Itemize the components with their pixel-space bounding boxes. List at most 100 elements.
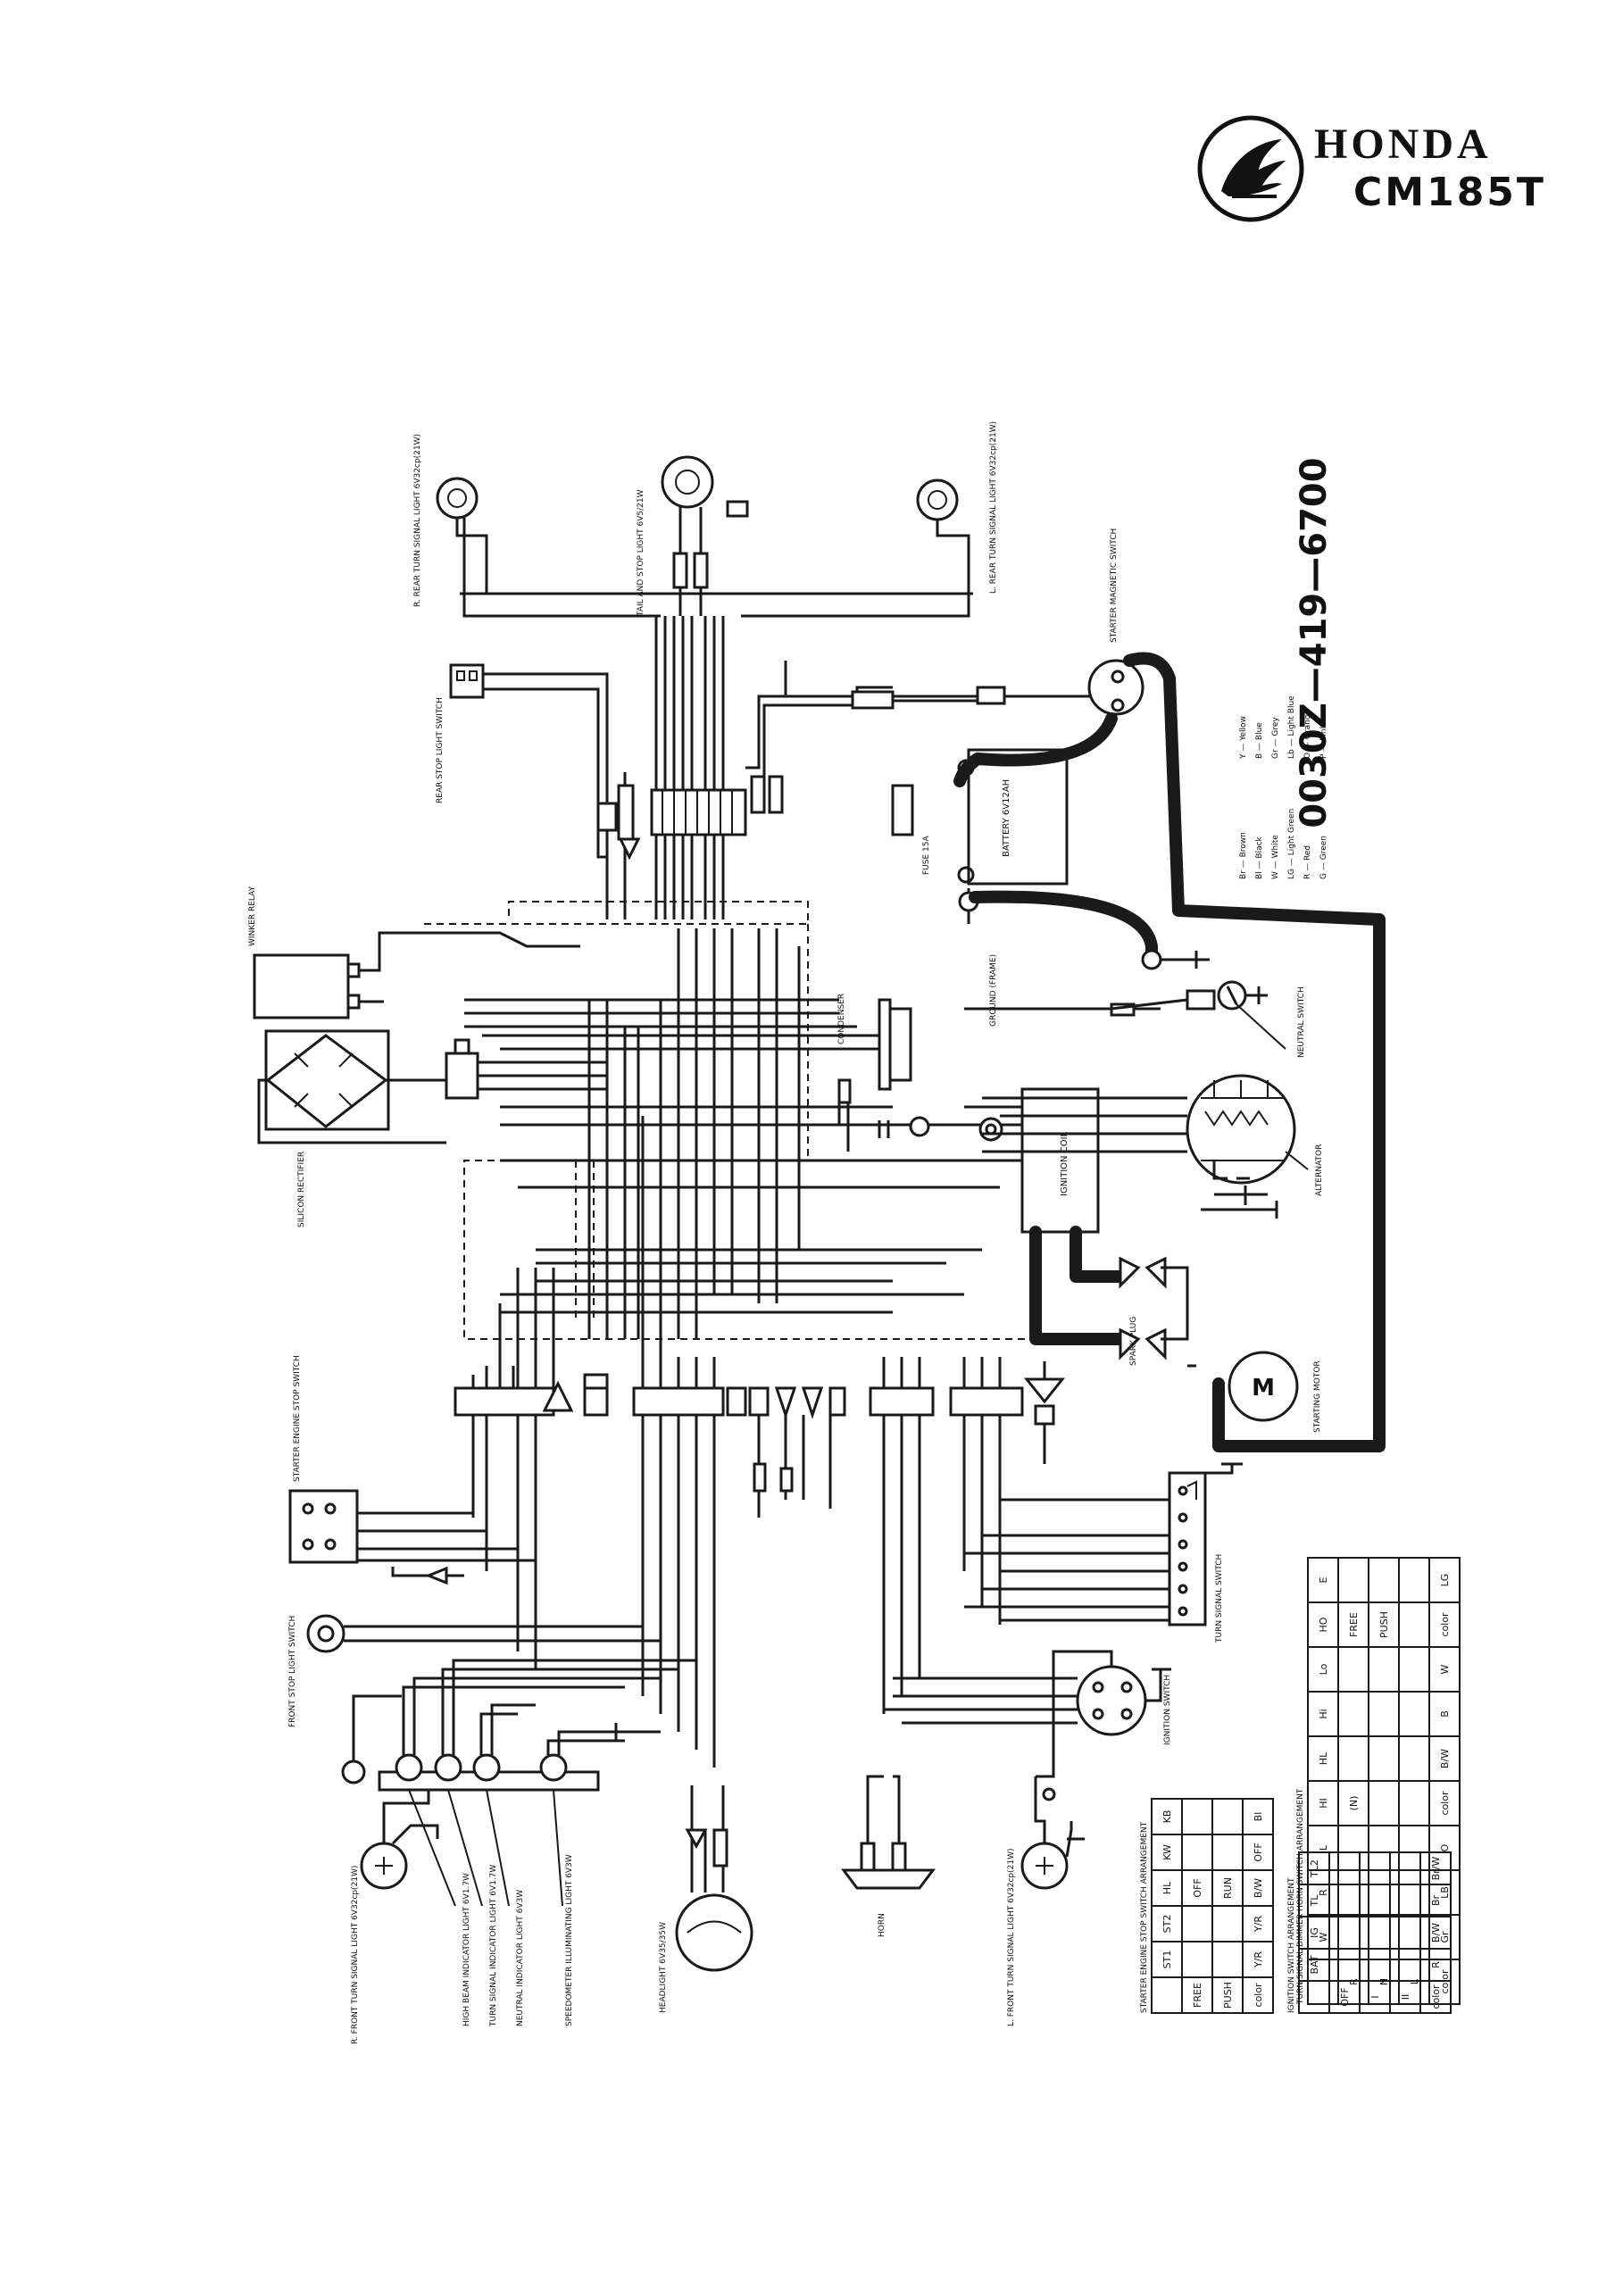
table-title: IGNITION SWITCH ARRANGEMENT [1287, 1877, 1296, 2013]
table-cell: Gr [1439, 1931, 1451, 1943]
honda-wing-logo [1197, 115, 1304, 222]
table-cell: ST2 [1161, 1915, 1173, 1934]
table-cell: W [1318, 1932, 1329, 1942]
table-cell: color [1439, 1969, 1451, 1994]
table-cell: LG [1439, 1574, 1451, 1587]
svg-text:R. FRONT TURN SIGNAL LIGHT 6V3: R. FRONT TURN SIGNAL LIGHT 6V32cp(21W) [351, 1866, 360, 2044]
table-title: TURN SIGNAL DIMMER HORN SWITCH ARRANGEME… [1296, 1788, 1305, 2005]
brand-model: CM185T [1353, 170, 1546, 215]
table-cell: TL [1309, 1894, 1320, 1908]
table-cell: B/W [1439, 1749, 1451, 1768]
svg-text:SILICON RECTIFIER: SILICON RECTIFIER [297, 1152, 306, 1227]
table-cell: Hi [1318, 1709, 1329, 1718]
svg-text:NEUTRAL SWITCH: NEUTRAL SWITCH [1297, 986, 1306, 1058]
table-cell: R [1430, 1961, 1442, 1968]
legend-entry: Gr — Grey [1271, 717, 1280, 759]
table-cell: LB [1439, 1886, 1451, 1899]
table-cell: color [1253, 1983, 1264, 2008]
color-legend: Br — Brown Bl — Black W — White LG — Light … [1239, 695, 1328, 879]
svg-text:L. FRONT TURN SIGNAL LIGHT 6V3: L. FRONT TURN SIGNAL LIGHT 6V32cp(21W) [1007, 1848, 1016, 2026]
spark-plug: SPARK PLUG [1029, 1226, 1196, 1368]
legend-entry: B — Blue [1255, 722, 1264, 759]
table-cell: Bl [1253, 1812, 1264, 1822]
rear-l-turn-signal-light: L. REAR TURN SIGNAL LIGHT 6V32cp(21W) [916, 421, 998, 594]
legend-entry: LG — Light Green [1287, 809, 1296, 879]
svg-text:HORN: HORN [878, 1913, 886, 1937]
neutral-switch: NEUTRAL SWITCH [964, 980, 1306, 1058]
table-cell: E [1318, 1576, 1329, 1583]
harness-top [596, 616, 1100, 919]
legend-entry: O — Orange [1303, 709, 1312, 759]
legend-entry: G — Green [1319, 836, 1328, 879]
legend-entry: R — Red [1303, 845, 1312, 879]
table-cell: KW [1161, 1844, 1173, 1860]
r-front-turn-signal-light: R. FRONT TURN SIGNAL LIGHT 6V32cp(21W) [341, 1694, 439, 2044]
legend-entry: W — White [1271, 835, 1280, 879]
table-cell: Lo [1318, 1663, 1329, 1675]
front-stop-light-switch: FRONT STOP LIGHT SWITCH [288, 1614, 661, 1727]
tail-and-stop-light: TAIL AND STOP LIGHT 6V5/21W [637, 455, 749, 617]
svg-text:L. REAR TURN SIGNAL LIGHT 6V32: L. REAR TURN SIGNAL LIGHT 6V32cp(21W) [989, 421, 998, 594]
svg-text:FUSE 15A: FUSE 15A [922, 836, 931, 875]
table-title: STARTER ENGINE STOP SWITCH ARRANGEMENT [1140, 1821, 1149, 2013]
table-cell: W [1439, 1664, 1451, 1674]
starter-engine-stop-switch-table: ST1ST2HLKWKBFREEOFFPUSHRUNcolorY/RY/RB/W… [1140, 1798, 1274, 2014]
table-cell: Y/R [1253, 1916, 1264, 1933]
table-cell: R [1318, 1889, 1329, 1896]
starting-motor: M STARTING MOTOR [1228, 1351, 1322, 1433]
brand-name: HONDA [1314, 121, 1492, 168]
table-cell: HL [1318, 1751, 1329, 1765]
table-cell: L [1318, 1844, 1329, 1851]
winker-relay: WINKER RELAY [248, 886, 580, 1019]
legend-entry: Br — Brown [1239, 832, 1248, 879]
table-cell: Br [1430, 1894, 1442, 1906]
turn-signal-switch: TURN SIGNAL SWITCH [964, 1462, 1243, 1643]
l-front-turn-signal-light: L. FRONT TURN SIGNAL LIGHT 6V32cp(21W) [1007, 1768, 1085, 2026]
ground-frame-label: GROUND (FRAME) [989, 954, 998, 1027]
svg-text:0030Z—419—6700: 0030Z—419—6700 [1294, 457, 1335, 828]
battery-positive-cable [953, 712, 1118, 787]
svg-text:TURN SIGNAL INDICATOR LIGHT 6V: TURN SIGNAL INDICATOR LIGHT 6V1.7W [489, 1865, 498, 2027]
table-cell: KB [1161, 1810, 1173, 1824]
table-cell: R [1348, 1978, 1360, 1985]
legend-entry: Bl — Black [1255, 836, 1264, 879]
table-cell: BAT [1309, 1955, 1320, 1974]
table-cell: I [1369, 1995, 1381, 1998]
legend-entry: Lb — Light Blue [1287, 695, 1296, 759]
table-cell: RUN [1222, 1877, 1234, 1899]
fuse: FUSE 15A [891, 784, 931, 875]
silicon-rectifier: SILICON RECTIFIER [257, 1029, 446, 1227]
table-cell: TL2 [1309, 1859, 1320, 1878]
svg-text:NEUTRAL INDICATOR LIGHT 6V3W: NEUTRAL INDICATOR LIGHT 6V3W [516, 1890, 525, 2026]
rear-r-turn-signal-light: R. REAR TURN SIGNAL LIGHT 6V32cp(21W) [413, 434, 488, 607]
table-cell: color [1430, 1984, 1442, 2009]
harness-lower [498, 1248, 982, 1393]
table-cell: HI [1318, 1798, 1329, 1809]
table-cell: Y/R [1253, 1951, 1264, 1968]
part-number: 0030Z—419—6700 [1294, 457, 1335, 828]
horn: HORN [841, 1775, 936, 1937]
battery: BATTERY 6V12AH [957, 748, 1069, 886]
table-cell: (N) [1348, 1796, 1360, 1811]
legend-entry: P — Pink [1319, 723, 1328, 759]
alternator: ALTERNATOR [982, 1074, 1324, 1219]
table-cell: O [1439, 1843, 1451, 1851]
table-cell: color [1439, 1791, 1451, 1816]
connector-row [454, 1357, 1066, 1768]
table-cell: HL [1161, 1881, 1173, 1894]
svg-text:BATTERY 6V12AH: BATTERY 6V12AH [1002, 779, 1011, 857]
indicator-panel: HIGH BEAM INDICATOR LIGHT 6V1.7W TURN SI… [378, 1659, 696, 2027]
svg-text:IGNITION SWITCH: IGNITION SWITCH [1163, 1675, 1172, 1745]
svg-text:GROUND (FRAME): GROUND (FRAME) [989, 954, 998, 1027]
svg-text:HEADLIGHT 6V35/35W: HEADLIGHT 6V35/35W [659, 1922, 668, 2013]
svg-text:STARTING MOTOR: STARTING MOTOR [1313, 1360, 1322, 1433]
svg-text:HIGH BEAM INDICATOR LIGHT 6V1.: HIGH BEAM INDICATOR LIGHT 6V1.7W [462, 1873, 471, 2026]
ignition-switch: IGNITION SWITCH [884, 1650, 1172, 1768]
table-cell: B/W [1430, 1923, 1442, 1942]
table-cell: IG [1309, 1927, 1320, 1938]
svg-text:SPEEDOMETER ILLUMINATING LIGHT: SPEEDOMETER ILLUMINATING LIGHT 6V3W [565, 1854, 574, 2026]
table-cell: OFF [1339, 1987, 1351, 2006]
